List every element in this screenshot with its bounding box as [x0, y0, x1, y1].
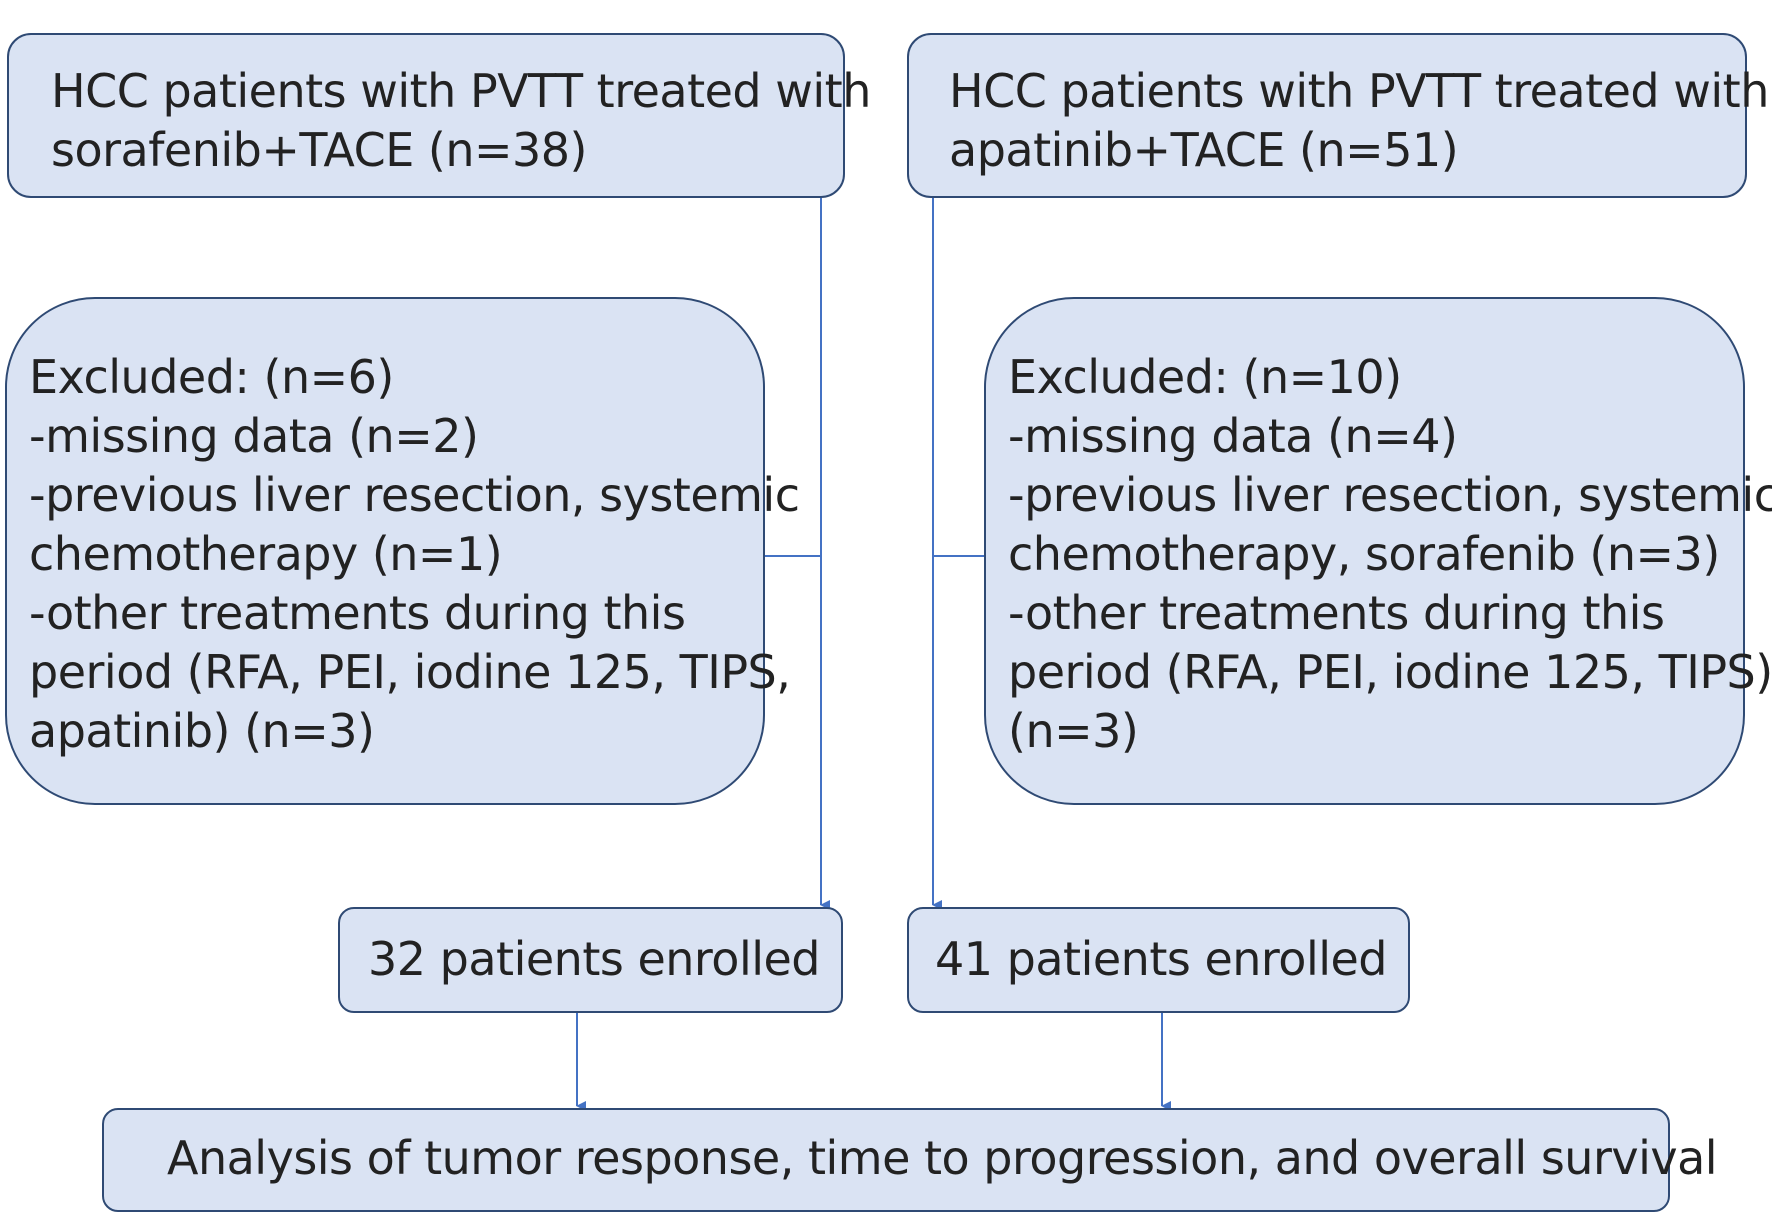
excluded-left-box: Excluded: (n=6) -missing data (n=2) -pre…: [5, 297, 800, 805]
cohort-line: apatinib+TACE (n=51): [949, 123, 1459, 177]
excluded-line: period (RFA, PEI, iodine 125, TIPS): [1008, 645, 1772, 699]
excluded-right-box: Excluded: (n=10) -missing data (n=4) -pr…: [984, 297, 1772, 805]
cohort-line: HCC patients with PVTT treated with: [949, 64, 1769, 118]
enrolled-left-box: 32 patients enrolled: [338, 907, 843, 1013]
cohort-line: sorafenib+TACE (n=38): [51, 123, 588, 177]
cohort-line: HCC patients with PVTT treated with: [51, 64, 871, 118]
enrolled-right-box: 41 patients enrolled: [907, 907, 1410, 1013]
excluded-line: -previous liver resection, systemic: [1008, 468, 1772, 522]
enrolled-label: 32 patients enrolled: [368, 932, 821, 986]
enrolled-label: 41 patients enrolled: [935, 932, 1388, 986]
excluded-line: chemotherapy, sorafenib (n=3): [1008, 527, 1720, 581]
excluded-line: Excluded: (n=10): [1008, 350, 1402, 404]
excluded-line: apatinib) (n=3): [29, 704, 375, 758]
excluded-line: chemotherapy (n=1): [29, 527, 503, 581]
excluded-line: -missing data (n=2): [29, 409, 479, 463]
analysis-label: Analysis of tumor response, time to prog…: [167, 1131, 1718, 1185]
excluded-line: -missing data (n=4): [1008, 409, 1458, 463]
excluded-line: period (RFA, PEI, iodine 125, TIPS,: [29, 645, 791, 699]
excluded-line: -other treatments during this: [1008, 586, 1665, 640]
excluded-line: (n=3): [1008, 704, 1139, 758]
sorafenib-tace-cohort-box: HCC patients with PVTT treated with sora…: [7, 33, 871, 198]
excluded-line: -other treatments during this: [29, 586, 686, 640]
excluded-line: Excluded: (n=6): [29, 350, 394, 404]
excluded-line: -previous liver resection, systemic: [29, 468, 800, 522]
apatinib-tace-cohort-box: HCC patients with PVTT treated with apat…: [907, 33, 1769, 198]
analysis-box: Analysis of tumor response, time to prog…: [102, 1108, 1718, 1212]
